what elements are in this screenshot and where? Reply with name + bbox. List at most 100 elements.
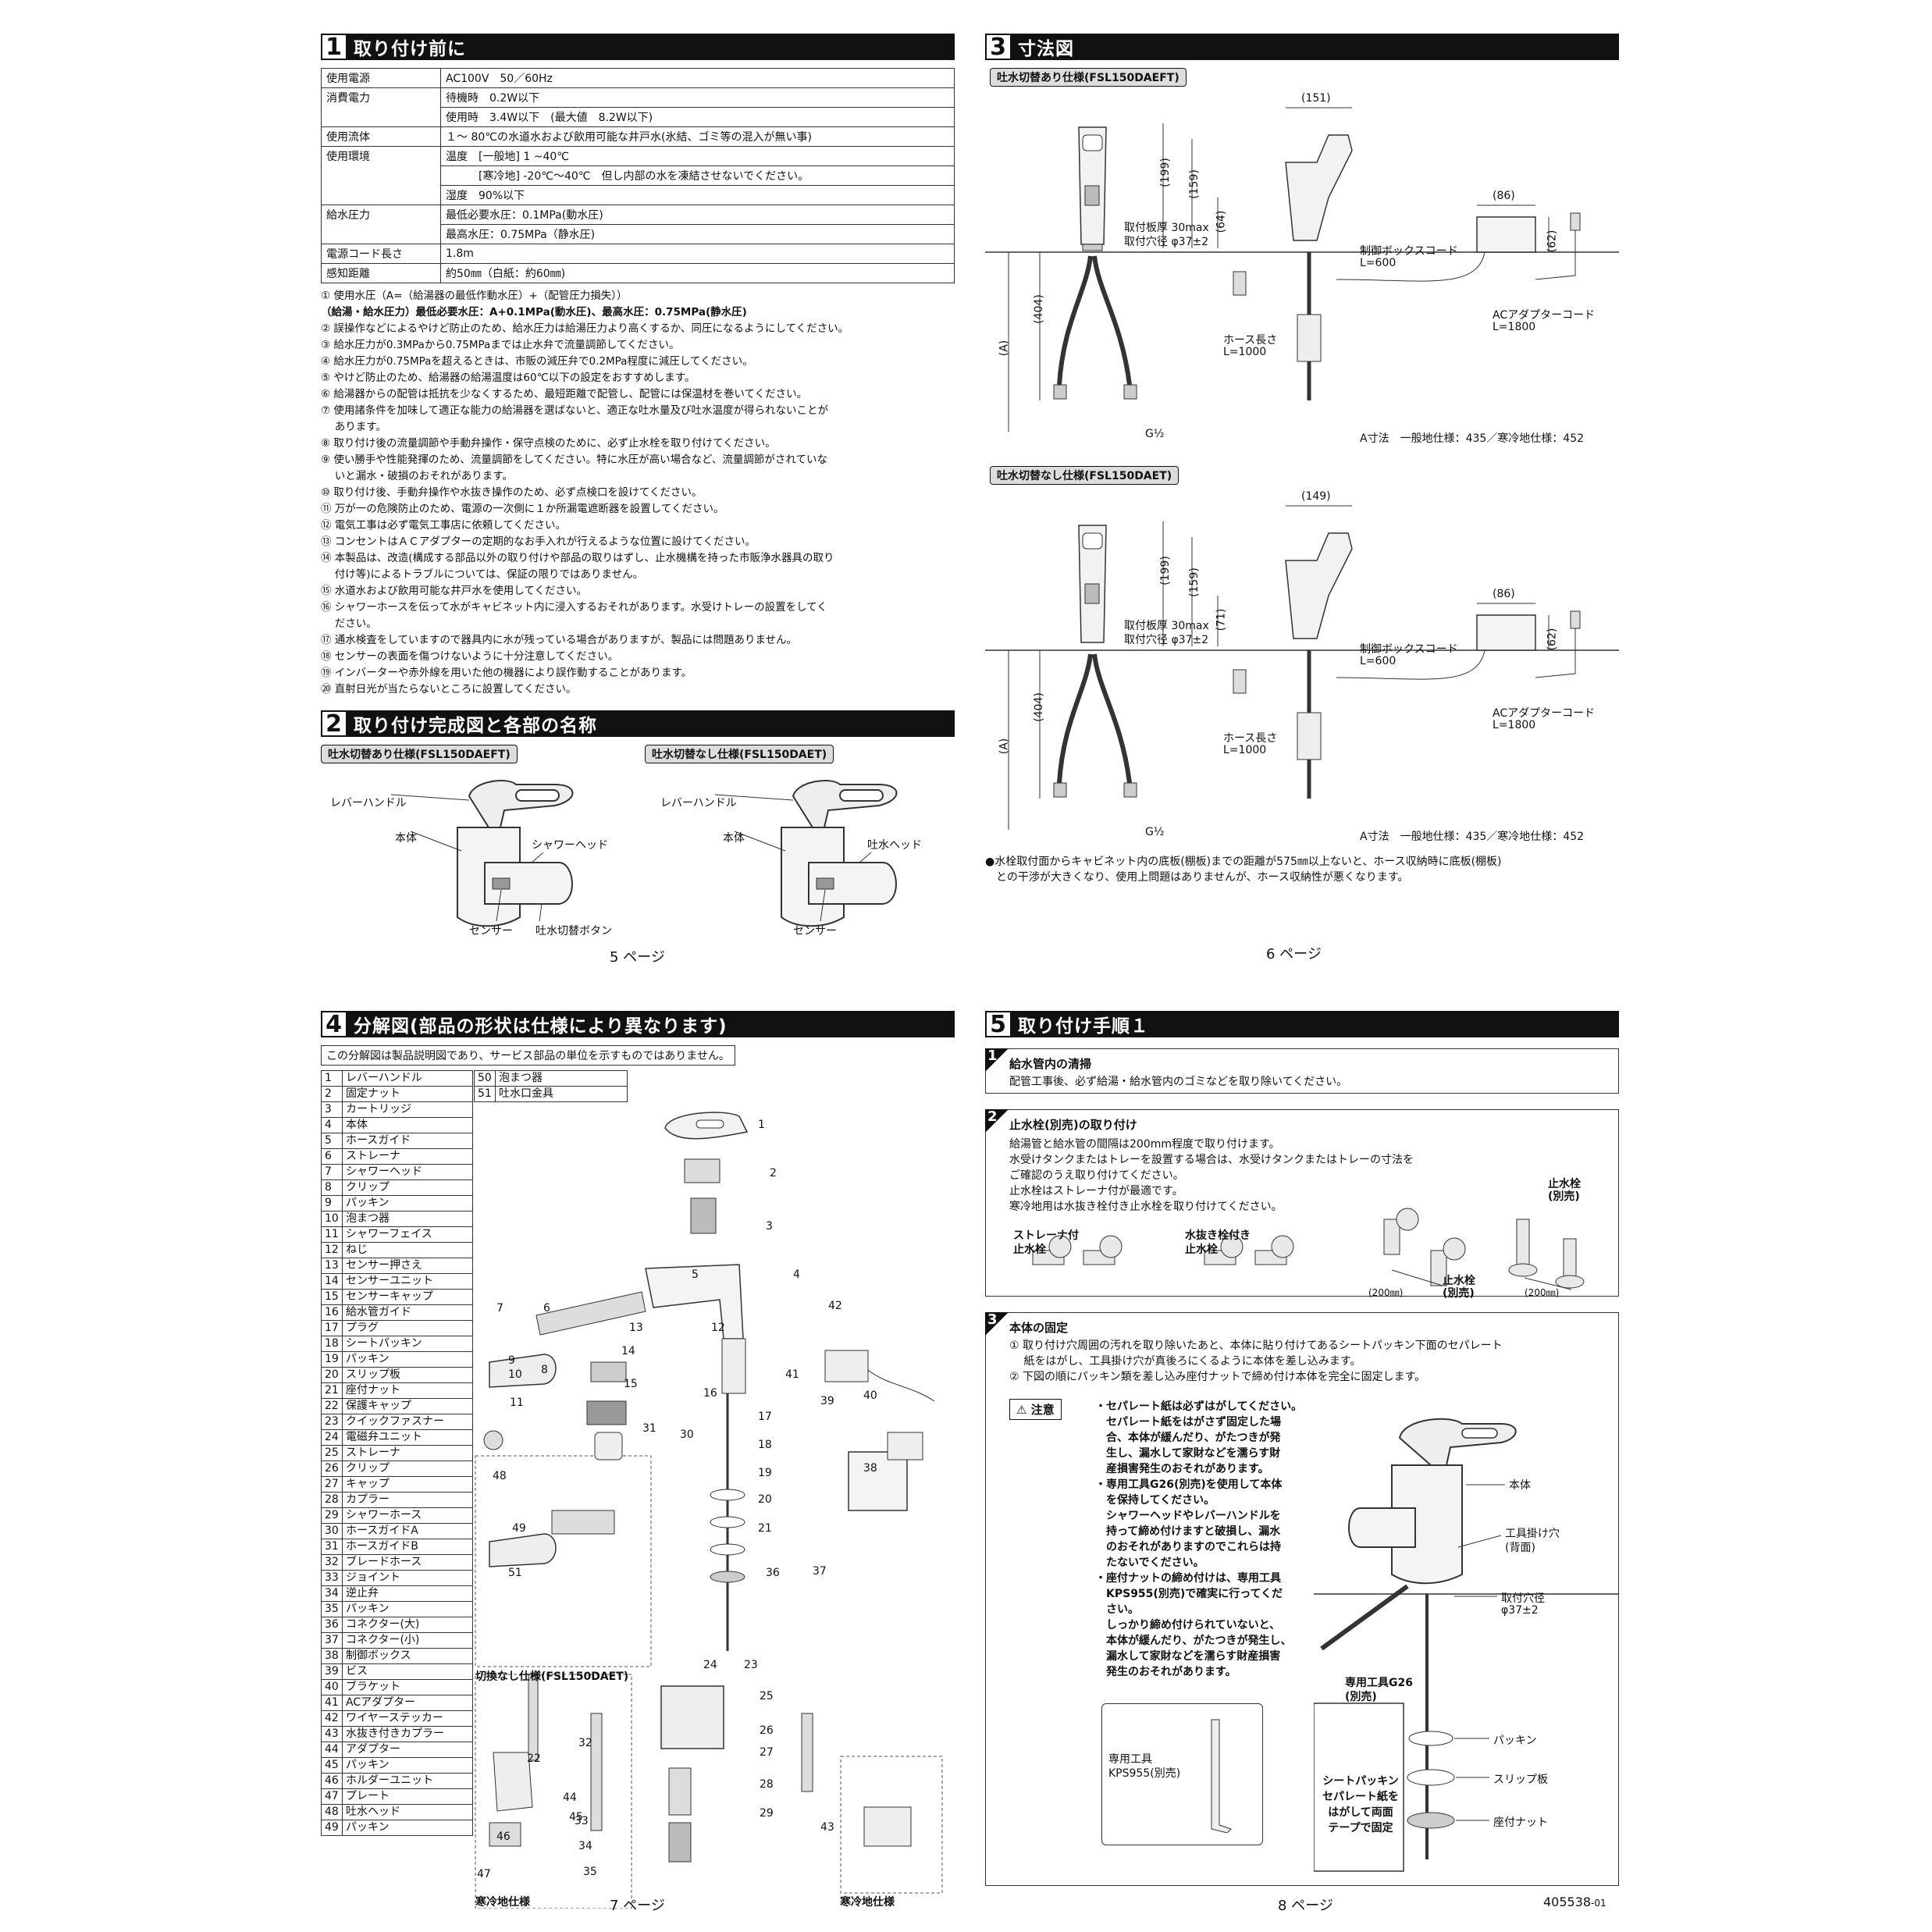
label-200mm: (200㎜) [1525,1287,1560,1298]
part-callout: 38 [863,1462,877,1475]
spec-value: 最高水圧：0.75MPa（静水圧) [440,224,955,244]
part-name: センサーユニット [342,1273,473,1290]
part-number: 37 [321,1632,343,1649]
part-callout: 34 [578,1840,592,1852]
dim-404: (404) [1032,294,1045,324]
part-name: パッキン [342,1757,473,1774]
part-callout: 51 [508,1567,522,1579]
label-cold-region-left: 寒冷地仕様 [475,1896,530,1909]
exploded-view-diagram [475,1112,943,1909]
part-number: 1 [321,1070,343,1087]
dim-width: (149) [1301,490,1331,503]
tool-model: KPS955(別売) [1108,1767,1181,1780]
part-callout: 28 [760,1778,774,1791]
part-number: 12 [321,1242,343,1258]
spec-row: 最高水圧：0.75MPa（静水圧) [321,224,955,244]
label-control-box-cord: 制御ボックスコード [1360,643,1458,656]
label-body: 本体 [723,832,745,845]
part-number: 33 [321,1570,343,1586]
part-name: 泡まつ器 [495,1070,628,1087]
part-callout: 23 [744,1659,758,1671]
spec-tag-eft: 吐水切替あり仕様(FSL150DAEFT) [321,745,518,763]
section-number: 5 [985,1011,1012,1038]
section-number: 2 [321,710,347,738]
part-name: シャワーホース [342,1507,473,1524]
a-dimension-note: A寸法 一般地仕様：435／寒冷地仕様：452 [1360,831,1585,843]
text-line: セパレート紙をはがさず固定した場 [1095,1416,1281,1429]
label-control-box-cord: 制御ボックスコード [1360,245,1458,258]
section-number: 3 [985,34,1012,61]
note-line: あります。 [321,421,386,433]
part-callout: 18 [758,1439,772,1451]
part-number: 42 [321,1710,343,1727]
part-number: 49 [321,1820,343,1836]
text-line: さい。 [1095,1603,1139,1616]
text-line: 寒冷地用は水抜き栓付き止水栓を取り付けてください。 [1009,1201,1283,1213]
text-line: 漏水して家財などを濡らす財産損害 [1095,1650,1281,1663]
note-line: ださい。 [321,617,377,630]
caution-badge: ⚠ 注意 [1009,1399,1062,1420]
part-callout: 29 [760,1807,774,1820]
part-number: 27 [321,1476,343,1493]
note-line: ⑥ 給湯器からの配管は抵抗を少なくするため、最短距離で配管し、配管には保温材を巻… [321,388,808,400]
part-callout: 10 [508,1368,522,1381]
dimension-diagram-et [985,505,1619,830]
part-name: スリップ板 [342,1367,473,1383]
dim-404: (404) [1032,692,1045,722]
dim-height-64: (64) [1215,210,1228,233]
part-callout: 4 [793,1268,800,1281]
part-callout: 9 [508,1354,515,1367]
part-callout: 32 [578,1737,592,1749]
label-ac-cord: ACアダプターコード [1493,309,1596,322]
part-callout: 17 [758,1411,772,1423]
part-number: 46 [321,1773,343,1789]
part-name: アダプター [342,1742,473,1758]
spec-label: 使用流体 [321,126,441,147]
part-name: ジョイント [342,1570,473,1586]
spec-row: [寒冷地] -20℃～40℃ 但し内部の水を凍結させないでください。 [321,165,955,186]
page-number: 6 ページ [1266,946,1322,962]
step-3-title: 本体の固定 [1009,1321,1069,1335]
note-line: ⑲ インバーターや赤外線を用いた他の機器により誤作動することがあります。 [321,667,692,679]
text-line: たないでください。 [1095,1557,1204,1569]
faucet-illustration-et [714,780,898,927]
label-g26-tool: 専用工具G26 [1345,1677,1413,1689]
part-number: 8 [321,1179,343,1196]
tool-kps955-box: 専用工具 KPS955(別売) [1101,1703,1263,1845]
label-plate-thickness: 取付板厚 30max [1124,222,1209,234]
part-number: 43 [321,1726,343,1742]
spec-label [321,107,441,127]
part-name: 制御ボックス [342,1648,473,1664]
text-line: テープで固定 [1328,1822,1393,1834]
spec-label: 感知距離 [321,263,441,283]
part-name: クイックファスナー [342,1414,473,1430]
section-4-header: 4 分解図(部品の形状は仕様により異なります) [321,1011,955,1038]
label-tool-hole-rear: (背面) [1505,1542,1535,1554]
part-name: 固定ナット [342,1086,473,1102]
part-number: 28 [321,1492,343,1508]
spec-value: 湿度 90%以下 [440,185,955,205]
label-200mm: (200㎜) [1368,1287,1404,1298]
text-line: ・座付ナットの締め付けは、専用工具 [1095,1572,1281,1585]
doc-number-suffix: -01 [1591,1898,1606,1909]
spec-value: 待機時 0.2W以下 [440,87,955,108]
note-line: ⑦ 使用諸条件を加味して適正な能力の給湯器を選ばないと、適正な吐水量及び吐水温度… [321,404,828,417]
part-name: シャワーヘッド [342,1164,473,1180]
part-name: クリップ [342,1179,473,1196]
section-1-header: 1 取り付け前に [321,34,955,61]
note-line: ⑫ 電気工事は必ず電気工事店に依頼してください。 [321,519,566,532]
